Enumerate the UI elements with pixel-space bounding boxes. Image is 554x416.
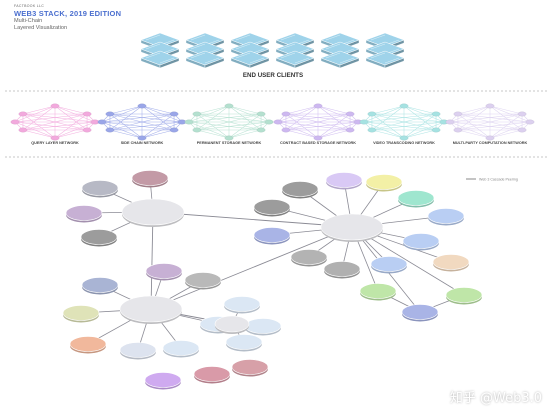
page-title: WEB3 STACK, 2019 EDITION [14, 9, 122, 18]
subtitle-line-1: Multi-Chain [14, 18, 43, 24]
hub-node [119, 295, 183, 324]
peer-node [231, 359, 269, 377]
network-mesh-icon [97, 103, 187, 141]
peer-node [119, 342, 157, 360]
network-label: MULTI-PARTY COMPUTATION NETWORK [453, 141, 528, 145]
peer-node [62, 305, 100, 323]
graph-nodes [62, 170, 483, 390]
peer-node [193, 366, 231, 384]
network-3: PERMANENT STORAGE NETWORK [184, 103, 274, 145]
header: FACTBOOK LLC WEB3 STACK, 2019 EDITION Mu… [14, 4, 121, 32]
networks-row: QUERY LAYER NETWORK SIDE CHAIN NETWORK PER… [10, 103, 535, 145]
peer-node [427, 208, 465, 226]
peer-node [432, 254, 470, 272]
peer-node [253, 199, 291, 217]
peer-node [397, 190, 435, 208]
peer-node [290, 249, 328, 267]
end-user-clients-group [140, 32, 405, 69]
peer-node [244, 318, 282, 336]
network-4: CONTRACT BASED STORAGE NETWORK [273, 103, 363, 145]
client-stack-icon [140, 32, 180, 69]
peer-node [253, 227, 291, 245]
client-stack-icon [275, 32, 315, 69]
legend-label: Web 3 Cascade Peering [479, 178, 518, 182]
network-label: VIDEO TRANSCODING NETWORK [373, 141, 435, 145]
peer-node [81, 277, 119, 295]
hub-node [214, 315, 250, 334]
network-label: CONTRACT BASED STORAGE NETWORK [280, 141, 356, 145]
peer-node [401, 304, 439, 322]
client-stack-icon [320, 32, 360, 69]
hub-link [152, 211, 353, 228]
peer-node [80, 229, 118, 247]
peer-node [370, 256, 408, 274]
watermark: 知乎 @Web3.0 [449, 391, 542, 406]
hub-node [121, 198, 185, 227]
peer-node [281, 181, 319, 199]
network-mesh-icon [10, 103, 100, 141]
peer-node [223, 296, 261, 314]
peer-node [81, 180, 119, 198]
peer-node [325, 172, 363, 190]
peer-node [225, 334, 263, 352]
peer-node [184, 272, 222, 290]
end-user-clients-label: END USER CLIENTS [243, 72, 303, 79]
hub-link [150, 211, 154, 310]
peer-node [131, 170, 169, 188]
network-mesh-icon [273, 103, 363, 141]
network-2: SIDE CHAIN NETWORK [97, 103, 187, 145]
peer-node [323, 261, 361, 279]
client-stack-icon [365, 32, 405, 69]
network-label: PERMANENT STORAGE NETWORK [197, 141, 262, 145]
network-1: QUERY LAYER NETWORK [10, 103, 100, 145]
peer-node [445, 287, 483, 305]
peer-node [365, 174, 403, 192]
peer-node [359, 283, 397, 301]
network-mesh-icon [359, 103, 449, 141]
legend: Web 3 Cascade Peering [466, 178, 518, 182]
peer-node [144, 372, 182, 390]
network-mesh-icon [445, 103, 535, 141]
network-label: SIDE CHAIN NETWORK [121, 141, 164, 145]
client-stack-icon [230, 32, 270, 69]
network-6: MULTI-PARTY COMPUTATION NETWORK [445, 103, 535, 145]
client-stack-icon [185, 32, 225, 69]
subtitle-line-2: Layered Visualization [14, 25, 68, 31]
network-label: QUERY LAYER NETWORK [31, 141, 79, 145]
peer-node [65, 205, 103, 223]
brand-label: FACTBOOK LLC [14, 4, 45, 8]
hub-node [320, 213, 384, 242]
peer-node [402, 233, 440, 251]
network-5: VIDEO TRANSCODING NETWORK [359, 103, 449, 145]
peer-node [145, 263, 183, 281]
hub-link [150, 226, 353, 310]
peer-node [69, 336, 107, 354]
network-mesh-icon [184, 103, 274, 141]
peer-node [162, 340, 200, 358]
